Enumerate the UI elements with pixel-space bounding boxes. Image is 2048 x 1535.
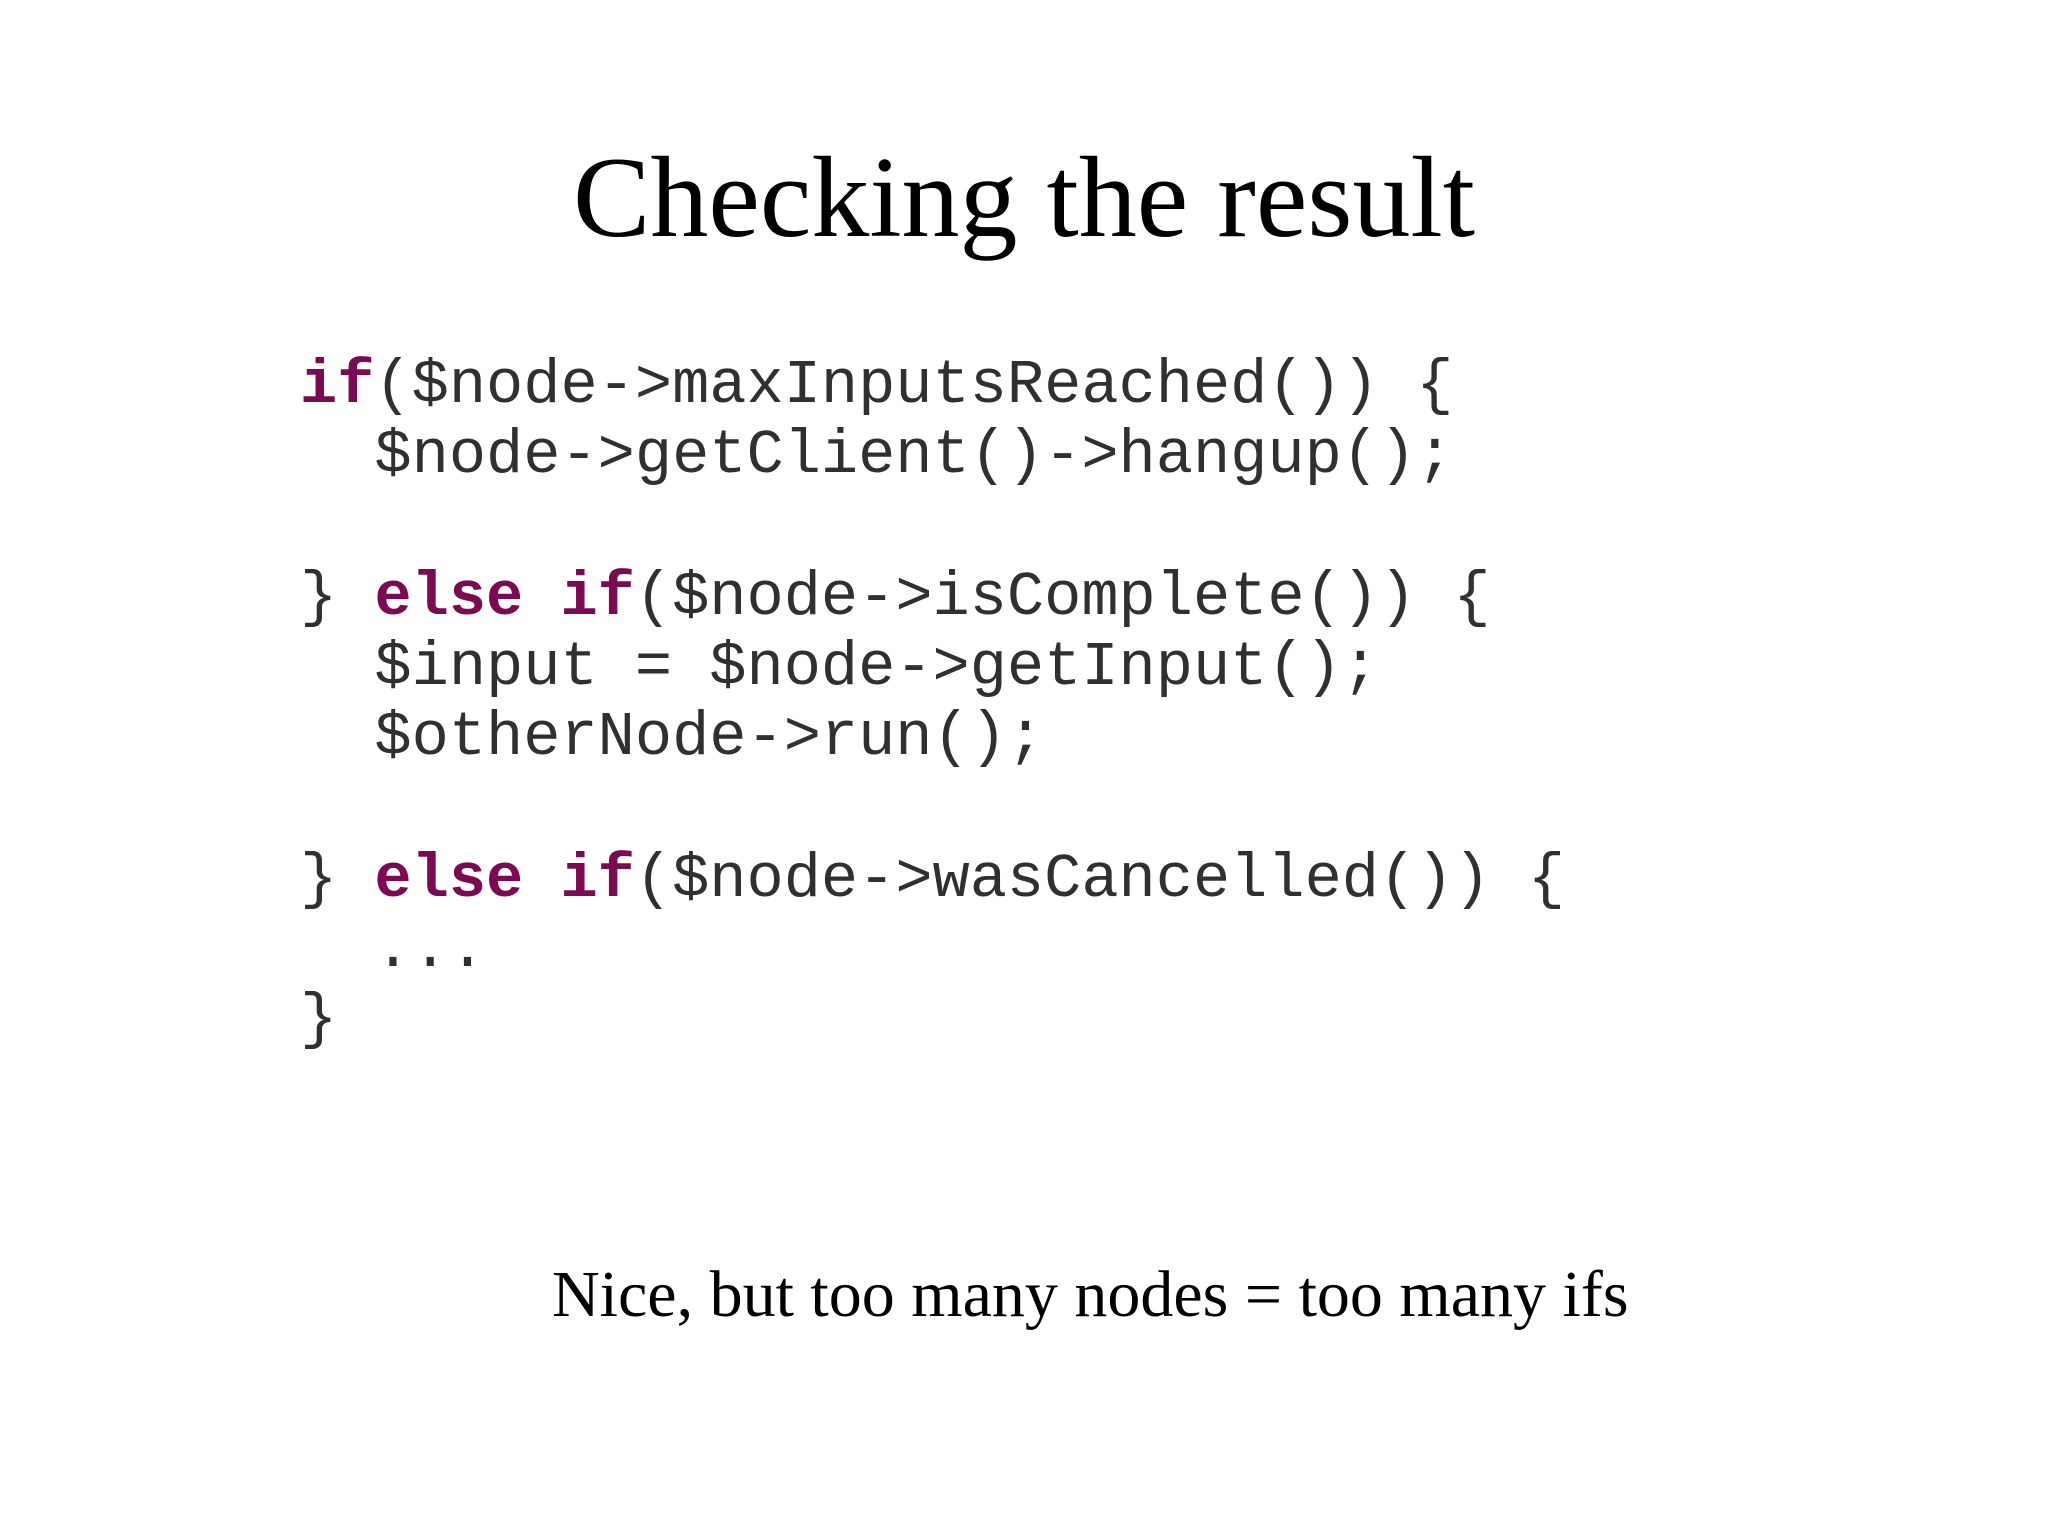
slide-title: Checking the result: [572, 134, 1475, 262]
code-text: ($node->isComplete()) {: [634, 562, 1491, 633]
code-text: ($node->maxInputsReached()) {: [374, 350, 1454, 421]
code-closing: }: [300, 562, 375, 633]
code-indent: [300, 420, 374, 491]
code-indent: [300, 702, 374, 773]
code-text: $otherNode->run();: [374, 702, 1045, 773]
code-block: if($node->maxInputsReached()) { $node->g…: [300, 351, 1565, 1061]
code-line-8: }: [300, 985, 337, 1055]
code-text: $input = $node->getInput();: [374, 632, 1379, 703]
code-indent: [300, 914, 374, 985]
code-closing: }: [300, 844, 375, 915]
code-line-2: $node->getClient()->hangup();: [300, 421, 1453, 491]
code-indent: [300, 632, 374, 703]
code-text: ($node->wasCancelled()) {: [634, 844, 1566, 915]
code-line-6: } else if($node->wasCancelled()) {: [300, 845, 1565, 915]
code-keyword: if: [300, 350, 375, 421]
slide-caption: Nice, but too many nodes = too many ifs: [552, 1258, 1629, 1331]
code-closing: }: [300, 984, 338, 1055]
code-line-1: if($node->maxInputsReached()) {: [300, 351, 1453, 421]
code-line-7: ...: [300, 915, 486, 985]
code-line-5: $otherNode->run();: [300, 703, 1044, 773]
code-keyword: else if: [374, 844, 635, 915]
code-line-4: $input = $node->getInput();: [300, 633, 1379, 703]
code-keyword: else if: [374, 562, 635, 633]
code-text: ...: [374, 914, 487, 985]
code-text: $node->getClient()->hangup();: [374, 420, 1454, 491]
code-line-3: } else if($node->isComplete()) {: [300, 563, 1491, 633]
